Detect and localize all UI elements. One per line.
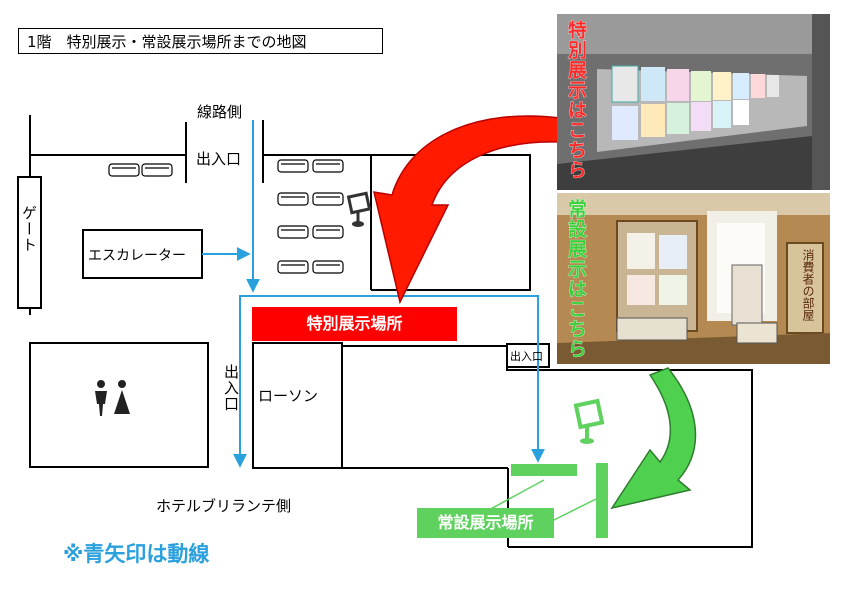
railway-side-label: 線路側 — [197, 103, 243, 121]
permanent-exhibit-photo: 常設展示はこちら 消費者の部屋 — [557, 193, 830, 364]
restroom-icon — [95, 380, 130, 416]
permanent-markers — [511, 463, 608, 538]
restroom-block — [29, 342, 209, 468]
sofa-icon — [277, 159, 309, 173]
permanent-exhibit-photo-label: 常設展示はこちら — [565, 199, 588, 360]
sofa-icon — [277, 260, 309, 274]
sofa-icon — [312, 192, 344, 206]
sofa-icon — [277, 192, 309, 206]
entrance-small-label: 出入口 — [510, 350, 543, 363]
sofa-icon — [312, 260, 344, 274]
red-curved-arrow — [373, 115, 561, 305]
permanent-marker-vertical — [596, 463, 608, 538]
lawson-block — [252, 342, 343, 469]
lawson-label: ローソン — [258, 387, 319, 405]
sofa-icon — [141, 163, 173, 177]
gate-label: ゲート — [20, 205, 38, 253]
sofa-icon — [312, 225, 344, 239]
wall-right-room — [342, 345, 753, 548]
permanent-exhibit-photo-art — [557, 193, 830, 364]
sofa-icon — [108, 163, 140, 177]
route-note: ※青矢印は動線 — [63, 542, 210, 566]
sofa-icon — [277, 225, 309, 239]
special-exhibit-photo: 特別展示はこちら — [557, 14, 830, 190]
kiosk-monitor-icon — [346, 191, 372, 227]
hotel-side-label: ホテルブリランテ側 — [156, 497, 292, 515]
sofas — [108, 159, 344, 274]
gate-block — [17, 176, 42, 309]
page-title: 1階 特別展示・常設展示場所までの地図 — [18, 28, 383, 54]
special-exhibit-photo-label: 特別展示はこちら — [565, 20, 588, 181]
permanent-marker-horizontal — [511, 464, 577, 476]
sofa-icon — [312, 159, 344, 173]
permanent-exhibit-area: 常設展示場所 — [417, 508, 554, 538]
green-curved-arrow — [610, 367, 697, 510]
permanent-leader-lines — [486, 479, 597, 522]
route-main-loop — [233, 295, 545, 468]
route-lines — [202, 120, 545, 468]
special-exhibit-area: 特別展示場所 — [252, 307, 457, 341]
escalator-label: エスカレーター — [88, 248, 186, 264]
entrance-left-label: 出入口 — [222, 364, 240, 412]
special-exhibit-photo-art — [557, 14, 830, 190]
kiosk-monitor-icon — [573, 398, 605, 444]
entrance-top-label: 出入口 — [196, 150, 242, 168]
consumer-room-sign: 消費者の部屋 — [801, 249, 815, 321]
